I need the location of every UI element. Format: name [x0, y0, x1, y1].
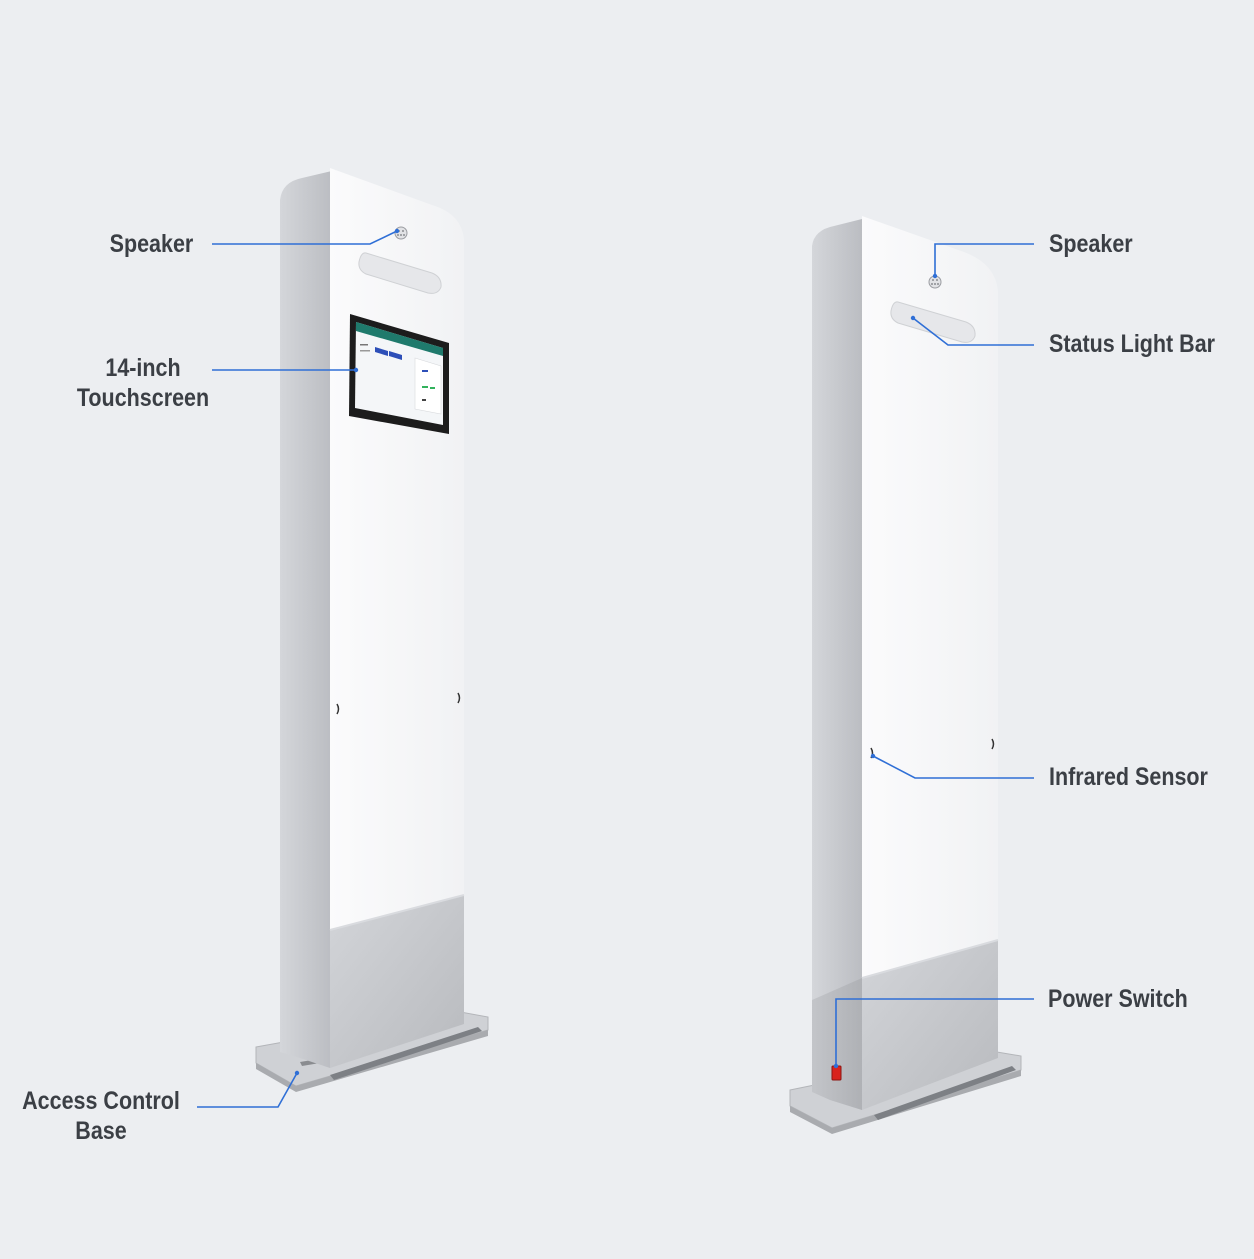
label-power-switch: Power Switch	[1048, 985, 1188, 1013]
leader-base	[197, 1072, 298, 1108]
right-base-slot	[874, 1066, 1016, 1120]
label-base-line1: Access Control	[22, 1087, 180, 1115]
label-speaker-right: Speaker	[1049, 230, 1133, 258]
left-kiosk	[255, 168, 489, 1092]
label-speaker-left: Speaker	[109, 230, 193, 258]
left-touchscreen	[349, 314, 449, 434]
leader-speaker-right	[934, 243, 1034, 276]
left-status-light-bar	[358, 252, 442, 294]
leader-speaker-left	[212, 230, 398, 245]
right-kiosk	[789, 216, 1022, 1134]
label-status-light-bar: Status Light Bar	[1049, 330, 1216, 358]
right-steel-panel	[862, 940, 998, 1110]
leader-lines	[197, 230, 1034, 1108]
left-base-slot	[330, 1027, 482, 1080]
leader-infrared	[872, 755, 1034, 779]
leader-power-switch	[835, 998, 1034, 1066]
right-side-panel	[812, 218, 866, 1110]
label-infrared-sensor: Infrared Sensor	[1049, 763, 1208, 791]
right-status-light-bar	[890, 301, 976, 343]
leader-status-light-bar	[912, 317, 1034, 346]
label-base-line2: Base	[75, 1117, 127, 1145]
label-touchscreen-line1: 14-inch	[105, 354, 181, 382]
label-access-control-base: Access Control Base	[18, 1086, 185, 1146]
left-steel-panel	[330, 895, 464, 1068]
label-touchscreen-line2: Touchscreen	[76, 384, 210, 412]
left-side-panel	[280, 170, 336, 1068]
label-touchscreen: 14-inch Touchscreen	[72, 353, 215, 413]
right-front-panel	[862, 216, 998, 978]
